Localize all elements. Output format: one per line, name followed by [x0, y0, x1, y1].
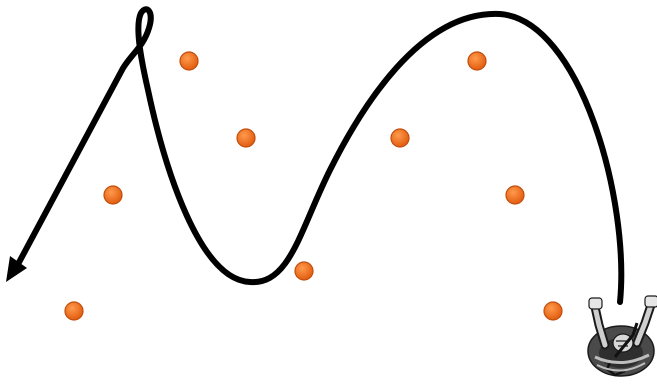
skating-path — [16, 9, 621, 302]
cone — [295, 262, 313, 280]
cone — [506, 186, 524, 204]
cone — [468, 52, 486, 70]
cone — [104, 186, 122, 204]
cones — [65, 52, 562, 320]
skater-player-icon — [588, 296, 657, 376]
cone — [65, 302, 83, 320]
cone — [180, 52, 198, 70]
arrowhead-icon — [6, 256, 27, 282]
cone — [237, 129, 255, 147]
cone — [391, 129, 409, 147]
cone — [544, 302, 562, 320]
